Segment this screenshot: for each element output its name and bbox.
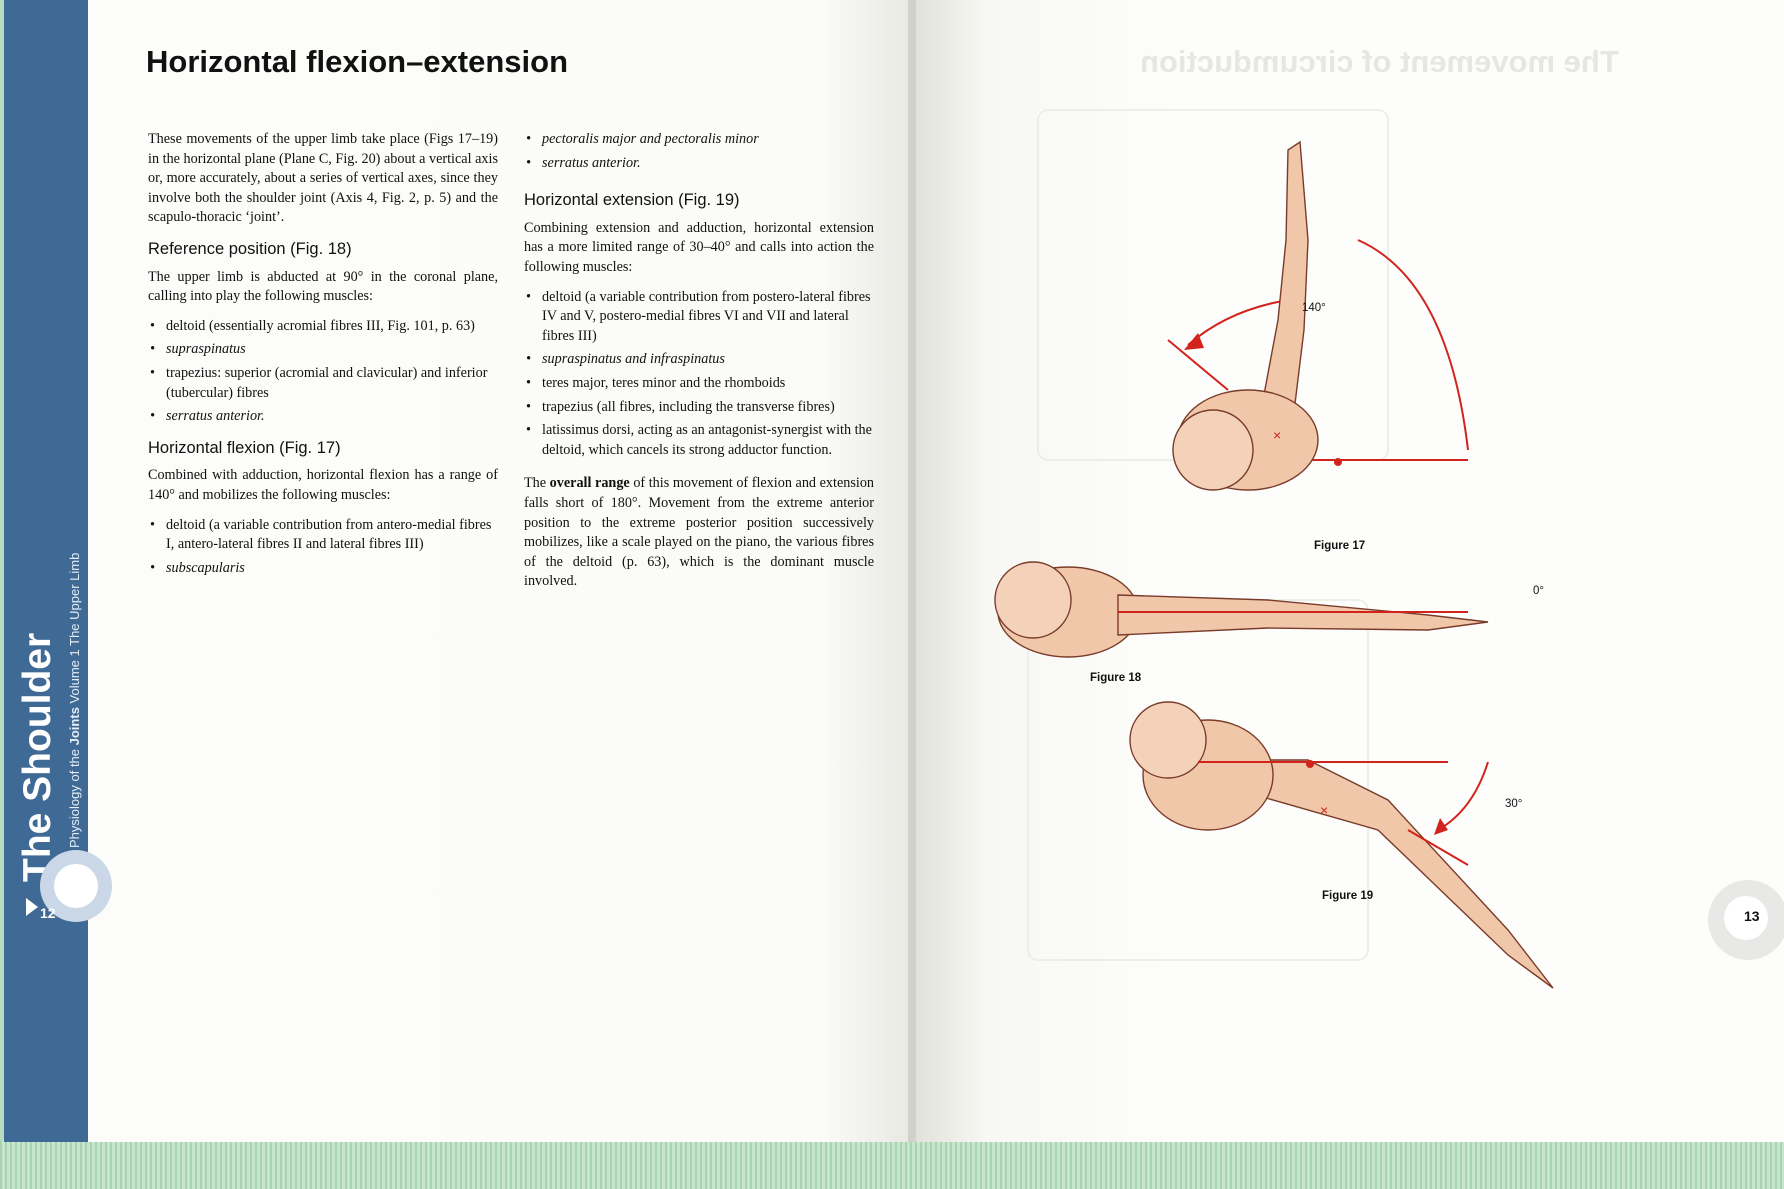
extension-heading: Horizontal extension (Fig. 19) [524, 191, 740, 210]
list-item: trapezius: superior (acromial and clavic… [148, 364, 498, 403]
figure-17-angle: 140° [1302, 302, 1326, 314]
page-title: Horizontal flexion–extension [146, 44, 569, 79]
book-spread [8, 0, 1784, 1142]
book-title: The Physiology of the Joints Volume 1 Th… [67, 552, 82, 874]
anatomy-illustrations: × × [994, 109, 1554, 989]
list-item: subscapularis [148, 559, 498, 579]
side-tab [4, 0, 88, 1142]
svg-text:×: × [1273, 427, 1281, 443]
figure-18-drawing [994, 561, 1489, 658]
extension-list: deltoid (a variable contribution from po… [524, 288, 874, 461]
page-number-circle [40, 850, 112, 922]
text-column-1: These movements of the upper limb take p… [148, 130, 498, 588]
section-title: The Shoulder [16, 632, 59, 882]
extension-text: Combining extension and adduction, horiz… [524, 219, 874, 275]
left-page-number: 12 [40, 905, 56, 921]
figure-19-angle: 30° [1505, 798, 1523, 810]
list-item: latissimus dorsi, acting as an antagonis… [524, 421, 874, 460]
text-column-2: pectoralis major and pectoralis minor se… [524, 130, 874, 602]
list-item: deltoid (essentially acromial fibres III… [148, 317, 498, 337]
right-page-number: 13 [1744, 908, 1760, 924]
bottom-strip [0, 1140, 1784, 1189]
list-item: supraspinatus and infraspinatus [524, 350, 874, 370]
reference-text: The upper limb is abducted at 90° in the… [148, 268, 498, 305]
list-item: teres major, teres minor and the rhomboi… [524, 374, 874, 394]
figure-19-label: Figure 19 [1322, 890, 1374, 902]
figure-18-angle: 0° [1533, 585, 1544, 597]
figure-18-label: Figure 18 [1090, 672, 1142, 684]
reference-heading: Reference position (Fig. 18) [148, 239, 352, 258]
list-item: supraspinatus [148, 340, 498, 360]
list-item: serratus anterior. [524, 154, 874, 174]
list-item: pectoralis major and pectoralis minor [524, 130, 874, 150]
flexion-list-continued: pectoralis major and pectoralis minor se… [524, 130, 874, 173]
list-item: serratus anterior. [148, 407, 498, 427]
flexion-list: deltoid (a variable contribution from an… [148, 516, 498, 579]
figure-17-label: Figure 17 [1314, 540, 1366, 552]
list-item: deltoid (a variable contribution from an… [148, 516, 498, 555]
intro-paragraph: These movements of the upper limb take p… [148, 131, 498, 226]
list-item: trapezius (all fibres, including the tra… [524, 398, 874, 418]
page-number-circle [1708, 880, 1784, 960]
flexion-text: Combined with adduction, horizontal flex… [148, 467, 498, 503]
gutter [908, 0, 916, 1142]
list-item: deltoid (a variable contribution from po… [524, 288, 874, 347]
overall-range-paragraph: The overall range of this movement of fl… [524, 475, 875, 590]
page-marker [26, 898, 38, 916]
flexion-heading: Horizontal flexion (Fig. 17) [148, 438, 341, 457]
reference-list: deltoid (essentially acromial fibres III… [148, 317, 498, 427]
figure-17-drawing: × [1167, 140, 1469, 491]
figure-19-drawing: × [1129, 701, 1554, 989]
svg-text:×: × [1320, 802, 1328, 818]
